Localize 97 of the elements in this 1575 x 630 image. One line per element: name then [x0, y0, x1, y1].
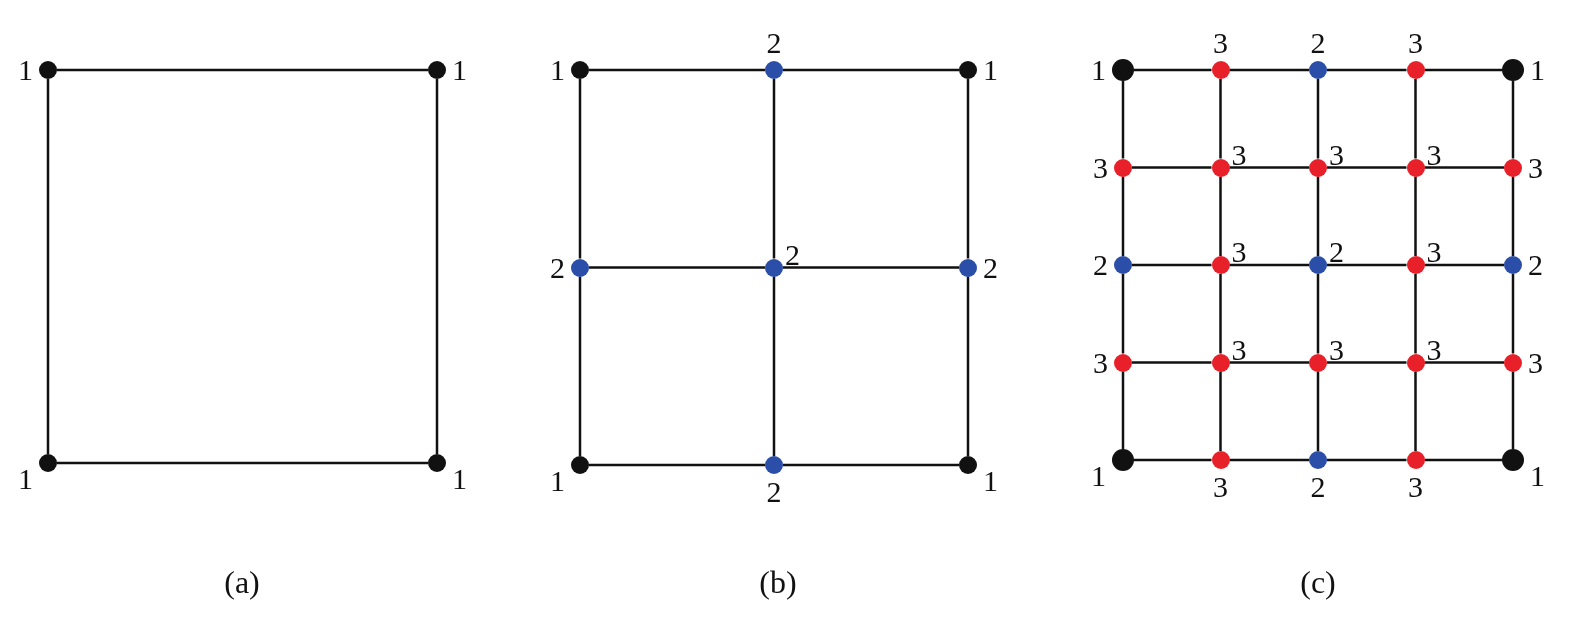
grid-line	[57, 461, 428, 465]
panel-caption: (b)	[759, 565, 797, 599]
vertex-number: 2	[983, 252, 998, 283]
grid-line	[1414, 274, 1417, 354]
grid-line	[1511, 81, 1515, 159]
vertex-number: 2	[550, 252, 565, 283]
vertex-number: 2	[1528, 250, 1543, 280]
vertex-number: 2	[1310, 28, 1326, 58]
vertex-number: 1	[983, 55, 998, 85]
grid-line	[1424, 166, 1504, 169]
vertex-number: 1	[1530, 55, 1545, 85]
grid-line	[1327, 68, 1407, 72]
grid-line	[1327, 263, 1407, 267]
grid-line	[1511, 371, 1515, 449]
vertex-number: 1	[1530, 461, 1545, 491]
grid-line	[1327, 458, 1407, 462]
grid-line	[1132, 263, 1212, 267]
grid-line	[1132, 361, 1212, 364]
vertex-number: 1	[1091, 55, 1106, 85]
grid-line	[1424, 361, 1504, 364]
vertex-number: 1	[452, 464, 467, 494]
grid-line	[1414, 79, 1417, 159]
grid-line	[783, 68, 959, 72]
grid-line	[1229, 166, 1309, 169]
grid-line	[1219, 274, 1222, 354]
vertex-number: 2	[766, 477, 782, 507]
grid-line	[1134, 68, 1212, 72]
vertex-number: 1	[18, 55, 33, 85]
vertex-number: 3	[1213, 28, 1228, 58]
grid-line	[1316, 371, 1320, 451]
grid-line	[1121, 274, 1125, 354]
grid-line	[1414, 176, 1417, 256]
vertex-number: 2	[1093, 250, 1108, 280]
grid-line	[1134, 458, 1212, 462]
grid-line	[1316, 79, 1320, 159]
vertex-number: 1	[1091, 461, 1106, 491]
grid-line	[772, 276, 776, 456]
grid-line	[783, 266, 959, 269]
grid-line	[1511, 176, 1515, 256]
grid-line	[1424, 458, 1502, 462]
grid-line	[1121, 371, 1125, 449]
vertex-number: 3	[1426, 334, 1442, 365]
grid-line	[966, 276, 970, 456]
vertex-number: 3	[1231, 139, 1247, 170]
grid-line	[1511, 274, 1515, 354]
vertex-number: 3	[1528, 347, 1543, 378]
grid-line	[772, 79, 776, 259]
vertex-number: 2	[1329, 237, 1344, 267]
grid-line	[1219, 371, 1222, 451]
vertex-number: 2	[785, 239, 800, 270]
grid-line	[783, 463, 959, 467]
vertex-number: 3	[1329, 139, 1344, 170]
grid-line	[578, 79, 582, 259]
vertex-number: 3	[1093, 347, 1108, 378]
grid-line	[1316, 274, 1320, 354]
grid-line	[1316, 176, 1320, 256]
vertex-number: 1	[550, 55, 565, 85]
vertex-number: 1	[983, 466, 998, 496]
grid-line	[1121, 176, 1125, 256]
grid-line	[1229, 361, 1309, 364]
vertex-number: 1	[550, 466, 565, 496]
vertex-number: 3	[1329, 334, 1344, 365]
grid-line	[1229, 458, 1309, 462]
grid-line	[578, 276, 582, 456]
grid-line	[1424, 68, 1502, 72]
grid-line	[57, 68, 428, 72]
vertex-number: 3	[1213, 472, 1228, 502]
panel-caption: (c)	[1300, 565, 1336, 599]
vertex-number: 3	[1231, 237, 1247, 267]
vertex-number: 3	[1426, 139, 1442, 170]
grid-line	[1219, 79, 1222, 159]
vertex-number: 1	[18, 464, 33, 494]
vertex-number: 2	[766, 28, 782, 58]
vertex-number: 3	[1408, 28, 1423, 58]
grid-line	[589, 266, 765, 269]
grid-line	[1327, 361, 1407, 364]
grid-line	[966, 79, 970, 259]
grid-line	[589, 68, 765, 72]
vertex-number: 3	[1528, 152, 1543, 183]
grid-line	[1132, 166, 1212, 169]
grid-line	[1229, 68, 1309, 72]
grid-line	[1414, 371, 1417, 451]
vertex-number: 2	[1310, 472, 1326, 502]
panel-caption: (a)	[224, 565, 260, 599]
vertex-number: 3	[1093, 152, 1108, 183]
grid-line	[1219, 176, 1222, 256]
grid-line	[435, 79, 439, 454]
grid-line	[1327, 166, 1407, 169]
vertex-number: 3	[1408, 472, 1423, 502]
vertex-number: 3	[1231, 334, 1247, 365]
grid-line	[1121, 81, 1125, 159]
vertex-number: 3	[1426, 237, 1442, 267]
grid-line	[46, 79, 50, 454]
grid-line	[1229, 263, 1309, 267]
grid-line	[1424, 263, 1504, 267]
vertex-number: 1	[452, 55, 467, 85]
grid-line	[589, 463, 765, 467]
